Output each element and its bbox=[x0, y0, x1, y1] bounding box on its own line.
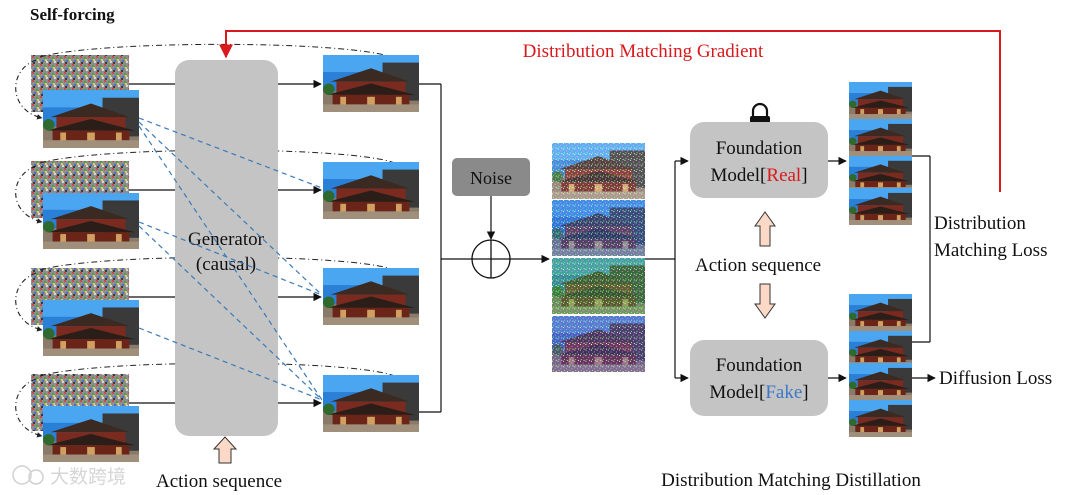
foundation-real-line1: Foundation bbox=[716, 138, 803, 159]
real-output-stack bbox=[849, 82, 912, 225]
action-arrow-generator bbox=[212, 436, 238, 464]
clean-frame bbox=[43, 193, 139, 249]
diffusion-loss: Diffusion Loss bbox=[939, 368, 1052, 389]
foundation-model-real bbox=[690, 122, 828, 198]
watermark-logo-icon bbox=[12, 465, 32, 485]
input-pair-1 bbox=[31, 55, 139, 148]
input-pair-4 bbox=[31, 374, 139, 462]
foundation-real-line2: Model[Real] bbox=[710, 165, 807, 186]
fake-tag: Fake bbox=[765, 382, 802, 403]
input-pair-2 bbox=[31, 161, 139, 249]
clean-frame bbox=[43, 406, 139, 462]
output-frame-3 bbox=[323, 268, 419, 325]
clean-frame bbox=[43, 300, 139, 356]
fake-output-stack bbox=[849, 294, 912, 437]
action-arrow-up bbox=[754, 211, 776, 247]
output-frame-4 bbox=[323, 375, 419, 432]
watermark-text: 大数跨境 bbox=[50, 466, 126, 488]
generator-block bbox=[175, 60, 278, 436]
dmd-caption: Distribution Matching Distillation bbox=[661, 470, 921, 491]
action-sequence-left: Action sequence bbox=[156, 471, 282, 492]
generator-label-line2: (causal) bbox=[196, 254, 256, 275]
real-tag: Real bbox=[766, 165, 801, 186]
gradient-feedback-arrow bbox=[219, 30, 1001, 192]
noise-block bbox=[452, 158, 530, 196]
foundation-fake-line2: Model[Fake] bbox=[709, 382, 808, 403]
add-operator bbox=[471, 239, 511, 279]
foundation-fake-line1: Foundation bbox=[716, 355, 803, 376]
noise-label: Noise bbox=[470, 168, 512, 188]
watermark: 大数跨境 bbox=[12, 465, 126, 488]
action-arrow-down bbox=[754, 283, 776, 319]
noisy-frames-stack bbox=[552, 143, 645, 372]
output-frame-2 bbox=[323, 162, 419, 219]
clean-frame bbox=[43, 90, 139, 148]
input-pair-3 bbox=[31, 268, 139, 356]
dm-loss-line1: Distribution bbox=[934, 213, 1026, 234]
section-title: Self-forcing bbox=[30, 5, 115, 24]
generator-label-line1: Generator bbox=[188, 229, 265, 250]
dm-loss-line2: Matching Loss bbox=[934, 240, 1047, 261]
foundation-model-fake bbox=[690, 340, 828, 416]
action-sequence-mid: Action sequence bbox=[695, 255, 821, 276]
dm-gradient-label: Distribution Matching Gradient bbox=[523, 41, 764, 62]
output-frame-1 bbox=[323, 55, 419, 112]
